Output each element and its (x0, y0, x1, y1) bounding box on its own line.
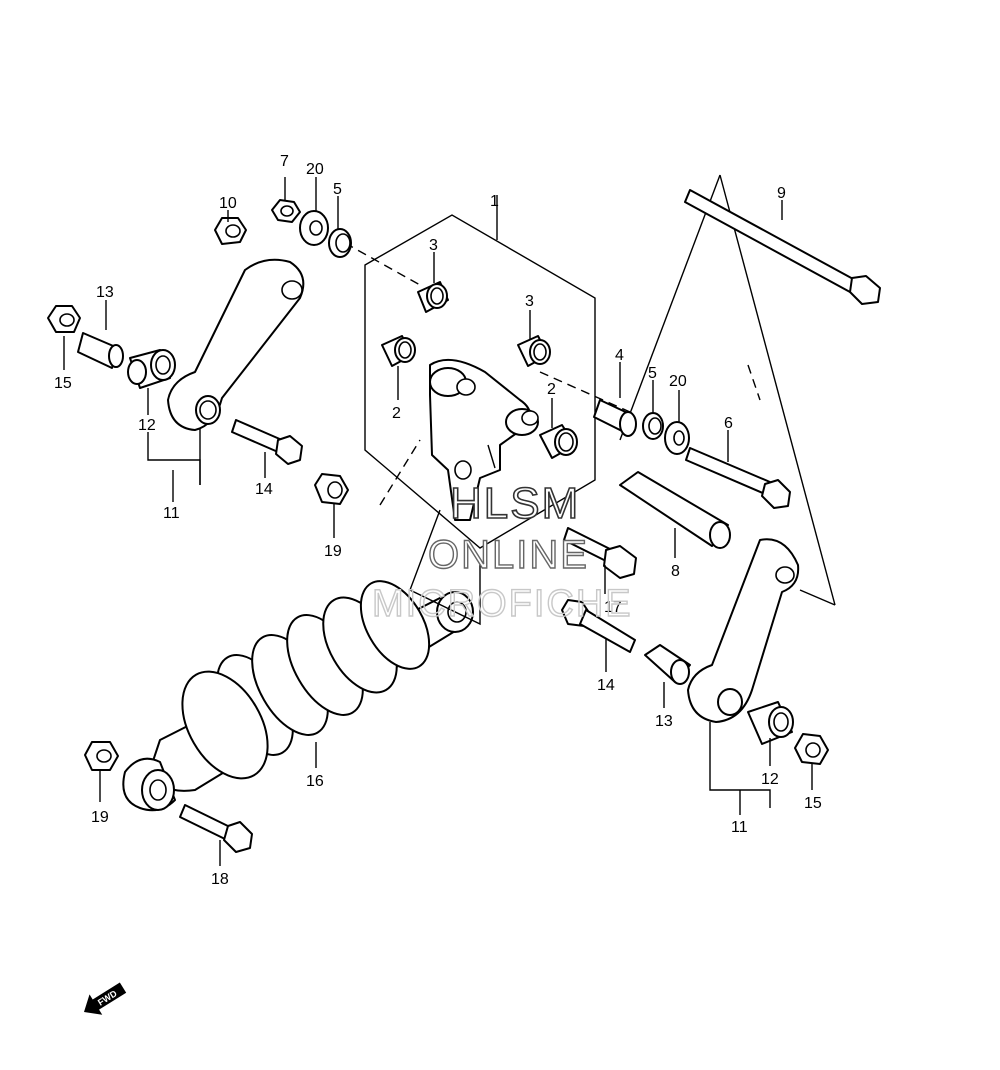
callout-14-right: 14 (597, 677, 615, 694)
bolt-14-right (561, 599, 636, 653)
callout-15-right: 15 (804, 795, 822, 812)
lever-group-outline (364, 195, 596, 549)
callout-20-top: 20 (306, 161, 324, 178)
callout-11-right: 11 (731, 819, 748, 836)
callout-5-top: 5 (333, 181, 342, 198)
bolt-9 (684, 189, 881, 305)
spacer-8 (619, 471, 731, 549)
watermark: HLSM ONLINE MICROFICHE (371, 478, 633, 626)
nut-10 (214, 217, 247, 245)
bearing-12-right (747, 701, 794, 745)
watermark-line-1: HLSM (450, 479, 580, 528)
callout-14-left: 14 (255, 481, 273, 498)
bolt-14-left (231, 419, 303, 465)
washer-20-top (299, 210, 329, 246)
collar-13-right (644, 644, 691, 685)
callout-18: 18 (211, 871, 229, 888)
callout-labels: 1 2 2 3 3 4 5 5 6 7 8 9 10 11 11 12 12 1… (54, 153, 822, 888)
tie-rod-left (167, 258, 305, 431)
callout-4: 4 (615, 347, 624, 364)
callout-2-right: 2 (547, 381, 556, 398)
bolt-18 (179, 804, 253, 853)
shock-absorber (122, 580, 474, 812)
callout-13-left: 13 (96, 284, 114, 301)
callout-10: 10 (219, 195, 237, 212)
nut-7 (271, 199, 301, 223)
callout-11-left: 11 (163, 505, 180, 522)
callout-3-right: 3 (525, 293, 534, 310)
bolt-17 (563, 527, 637, 579)
callout-17: 17 (604, 599, 622, 616)
tie-rod-right (687, 538, 800, 723)
bearing-12-left (127, 349, 176, 389)
leader-lines (63, 177, 813, 866)
bearing-3-top (417, 281, 449, 313)
bearing-3-right (517, 335, 551, 367)
nut-19-middle (314, 473, 349, 505)
nut-15-right (794, 733, 829, 765)
alignment-lines (344, 242, 761, 506)
cushion-lever (429, 358, 539, 521)
bearing-2-right (539, 424, 578, 459)
callout-12-right: 12 (761, 771, 779, 788)
collar-13-left (77, 332, 124, 369)
callout-19-middle: 19 (324, 543, 342, 560)
collar-4 (593, 399, 637, 437)
callout-15-left: 15 (54, 375, 72, 392)
collar-5-top (328, 228, 352, 258)
callout-12-left: 12 (138, 417, 156, 434)
washer-20-right (664, 421, 690, 455)
callout-16: 16 (306, 773, 324, 790)
watermark-line-2: ONLINE (428, 533, 589, 577)
bearing-2-left (381, 335, 416, 367)
spring-coils (181, 580, 431, 780)
collar-5-right (642, 412, 664, 440)
callout-6: 6 (724, 415, 733, 432)
callout-5-right: 5 (648, 365, 657, 382)
callout-2-left: 2 (392, 405, 401, 422)
callout-9: 9 (777, 185, 786, 202)
callout-19-bottom: 19 (91, 809, 109, 826)
callout-8: 8 (671, 563, 680, 580)
callout-3-top: 3 (429, 237, 438, 254)
callout-1: 1 (490, 193, 499, 210)
watermark-line-3: MICROFICHE (372, 583, 633, 625)
callout-7: 7 (280, 153, 289, 170)
bolt-6 (685, 447, 791, 509)
callout-20-right: 20 (669, 373, 687, 390)
nut-15-left (47, 305, 81, 333)
fwd-arrow-icon: FWD (84, 982, 127, 1015)
bolt-group-outline (619, 174, 836, 606)
callout-13-right: 13 (655, 713, 673, 730)
nut-19-bottom (84, 741, 119, 771)
